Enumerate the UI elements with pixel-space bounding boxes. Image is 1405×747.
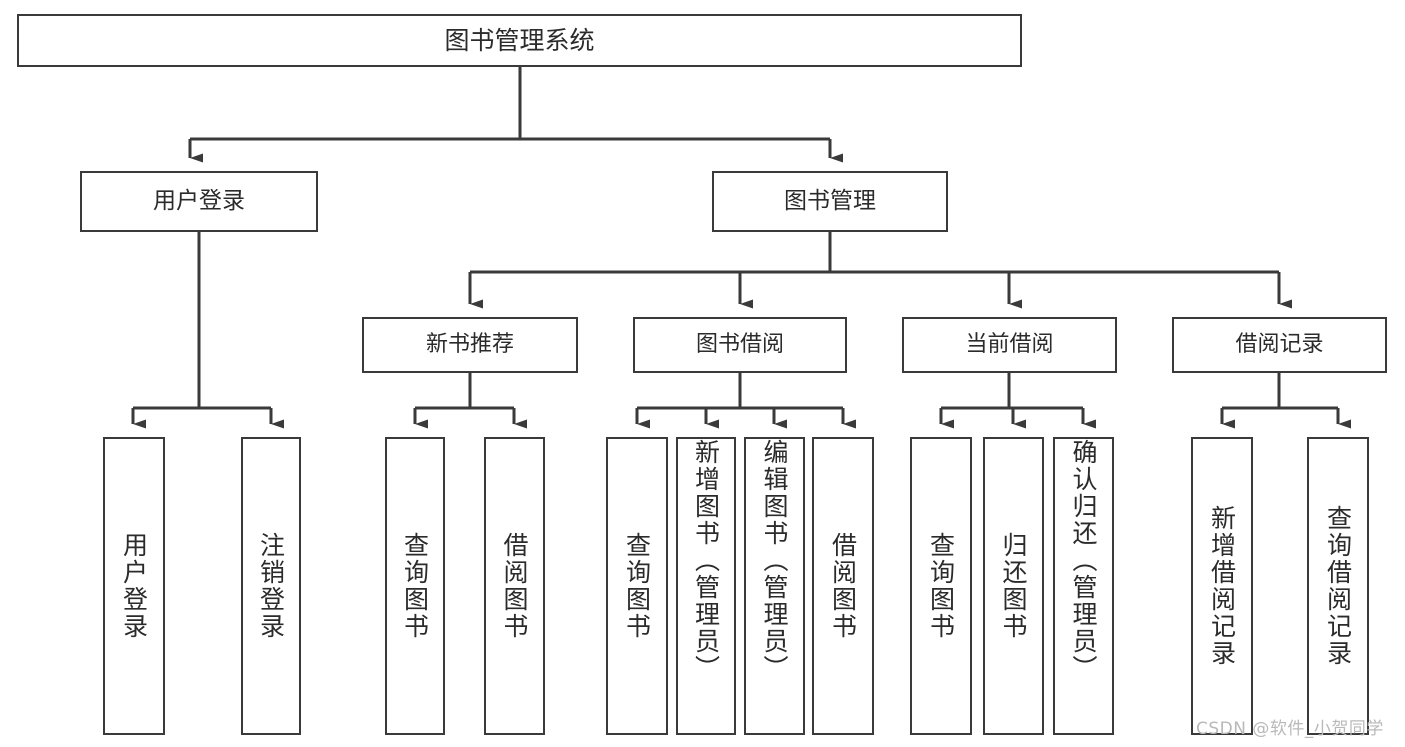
node-leaf-user-login[interactable]: 用户登录	[103, 437, 165, 735]
node-label: 借阅图书	[500, 532, 529, 640]
node-leaf-query-book-recommend[interactable]: 查询图书	[385, 437, 445, 735]
node-label: 新增图书（管理员）	[691, 439, 721, 682]
node-leaf-borrow-book-recommend[interactable]: 借阅图书	[484, 437, 545, 735]
node-label: 借阅图书	[828, 532, 858, 640]
node-label: 查询借阅记录	[1323, 505, 1353, 667]
node-leaf-add-borrow-record[interactable]: 新增借阅记录	[1191, 437, 1253, 735]
node-leaf-return-book[interactable]: 归还图书	[983, 437, 1044, 735]
node-leaf-logout[interactable]: 注销登录	[241, 437, 301, 735]
node-leaf-query-book-borrow[interactable]: 查询图书	[606, 437, 668, 735]
node-label: 归还图书	[999, 532, 1028, 640]
node-label: 查询图书	[400, 532, 430, 640]
node-leaf-borrow-book[interactable]: 借阅图书	[812, 437, 874, 735]
node-leaf-query-book-current[interactable]: 查询图书	[910, 437, 972, 735]
node-leaf-edit-book-admin[interactable]: 编辑图书（管理员）	[744, 437, 805, 735]
node-label: 新增借阅记录	[1207, 505, 1237, 667]
node-leaf-add-book-admin[interactable]: 新增图书（管理员）	[676, 437, 736, 735]
node-label: 借阅记录	[1235, 332, 1324, 358]
node-label: 用户登录	[119, 532, 149, 640]
watermark-text: CSDN @软件_小贺同学	[1196, 719, 1384, 739]
node-label: 图书管理	[784, 188, 876, 215]
node-root-system[interactable]: 图书管理系统	[17, 14, 1022, 67]
node-book-management[interactable]: 图书管理	[712, 171, 948, 232]
node-leaf-confirm-return-admin[interactable]: 确认归还（管理员）	[1053, 437, 1114, 735]
node-label: 新书推荐	[425, 332, 514, 358]
node-label: 用户登录	[153, 188, 245, 215]
node-label: 查询图书	[622, 532, 652, 640]
node-current-borrow[interactable]: 当前借阅	[902, 317, 1117, 373]
node-label: 确认归还（管理员）	[1069, 439, 1098, 682]
node-borrow-record[interactable]: 借阅记录	[1172, 317, 1387, 373]
node-book-borrow[interactable]: 图书借阅	[633, 317, 847, 373]
node-label: 注销登录	[256, 532, 286, 640]
node-user-login[interactable]: 用户登录	[80, 171, 318, 232]
node-label: 查询图书	[926, 532, 956, 640]
node-leaf-query-borrow-record[interactable]: 查询借阅记录	[1307, 437, 1369, 735]
node-label: 图书借阅	[695, 332, 784, 358]
node-label: 当前借阅	[965, 332, 1054, 358]
node-new-book-recommend[interactable]: 新书推荐	[362, 317, 578, 373]
node-label: 图书管理系统	[444, 26, 595, 55]
node-label: 编辑图书（管理员）	[760, 439, 789, 682]
